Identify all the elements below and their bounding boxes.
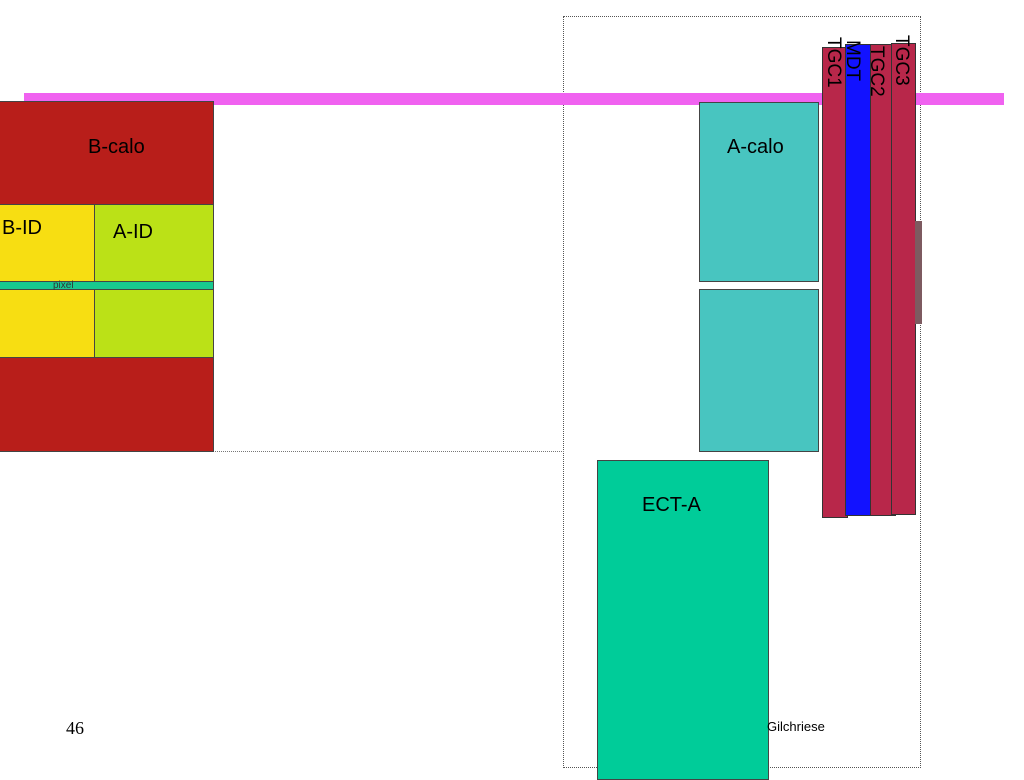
pixel-label: pixel <box>53 280 74 291</box>
a-calo-block-lower <box>699 289 819 452</box>
b-id-block-upper <box>0 204 95 282</box>
b-calo-label: B-calo <box>88 136 145 158</box>
chamber-support-stub <box>915 221 922 324</box>
a-id-block-upper <box>94 204 214 282</box>
barrel-region-boundary-line <box>213 451 564 452</box>
author-credit: Gilchriese <box>767 719 825 734</box>
tgc2-label: TGC2 <box>866 46 887 97</box>
tgc3-chamber <box>891 43 916 515</box>
tgc3-label: TGC3 <box>891 35 912 86</box>
a-calo-label: A-calo <box>727 136 784 158</box>
mdt-chamber <box>845 44 872 516</box>
b-id-label: B-ID <box>2 217 42 239</box>
ect-a-block <box>597 460 769 780</box>
b-id-block-lower <box>0 289 95 358</box>
mdt-label: MDT <box>842 40 863 82</box>
a-calo-block-upper <box>699 102 819 282</box>
ect-a-label: ECT-A <box>642 494 701 516</box>
a-id-label: A-ID <box>113 221 153 243</box>
page-number: 46 <box>66 718 84 738</box>
a-id-block-lower <box>94 289 214 358</box>
tgc1-label: TGC1 <box>823 37 844 88</box>
